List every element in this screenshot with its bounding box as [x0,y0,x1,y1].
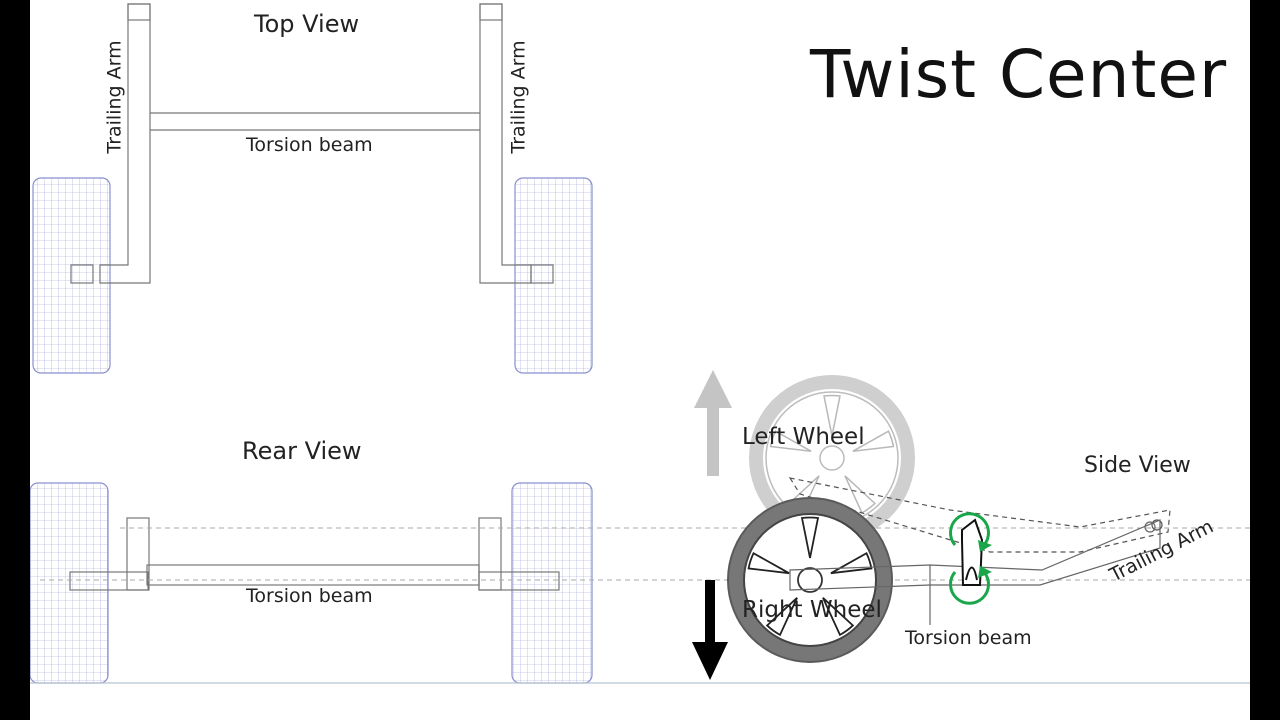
rear-left-tire [30,482,109,684]
left-wheel-label: Left Wheel [742,424,865,450]
diagram-drawing [30,3,1250,684]
diagram-canvas: Twist Center Top View Rear View Side Vie… [30,0,1250,720]
side-view-label: Side View [1084,453,1191,478]
rear-view-drawing [30,482,1250,684]
top-torsion-beam [150,112,480,131]
rear-right-tire [511,482,593,684]
top-left-trailing-arm-label: Trailing Arm [103,40,126,154]
top-right-trailing-arm-label: Trailing Arm [507,40,530,154]
rear-view-label: Rear View [242,437,362,465]
side-torsion-beam-label: Torsion beam [905,627,1032,649]
diagram-title: Twist Center [810,36,1228,113]
top-view-drawing [32,3,593,374]
rear-torsion-beam [146,564,480,586]
down-arrow [692,580,728,680]
right-wheel [727,497,893,663]
twist-arrows [949,512,990,605]
raised-trailing-arm [788,477,1171,553]
side-torsion-beam-section [961,518,984,586]
right-wheel-label: Right Wheel [742,597,882,623]
up-arrow [694,370,732,476]
top-view-label: Top View [254,10,360,38]
rear-torsion-beam-label: Torsion beam [246,585,373,607]
side-view-drawing [692,370,1171,680]
top-torsion-beam-label: Torsion beam [246,134,373,156]
